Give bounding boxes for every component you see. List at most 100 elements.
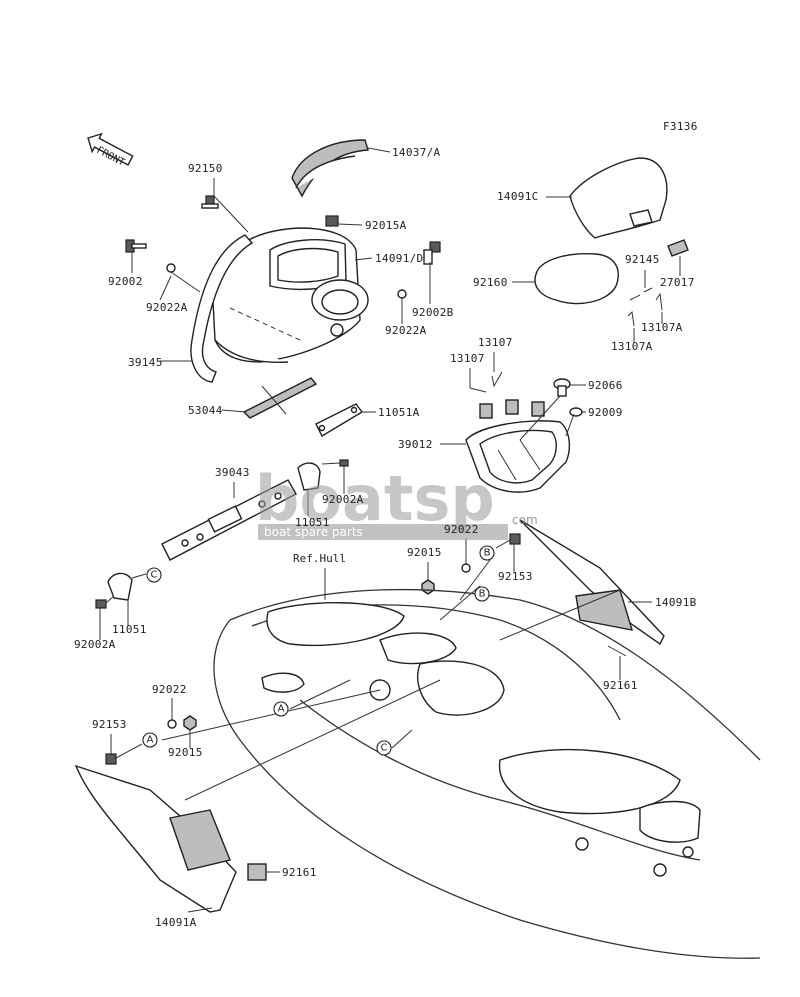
- bracket-11051a: [315, 403, 364, 437]
- part-number-92150: 92150: [188, 162, 223, 175]
- part-number-92160: 92160: [473, 276, 508, 289]
- part-number-11051a: 11051A: [378, 406, 420, 419]
- washer-92022-right: [461, 563, 471, 573]
- side-panel-14091a: [74, 764, 237, 913]
- mat-92160: [534, 252, 619, 305]
- part-number-92022-1: 92022: [444, 523, 479, 536]
- screw-92153-left: [105, 753, 117, 765]
- part-number-92066: 92066: [588, 379, 623, 392]
- screw-92153-right: [495, 533, 521, 549]
- part-number-39012: 39012: [398, 438, 433, 451]
- clips-13107a: [627, 292, 663, 327]
- pins-92145: [629, 287, 653, 301]
- callout-letter: C: [381, 743, 388, 754]
- part-number-14091b: 14091B: [655, 596, 697, 609]
- washer-92022a-right: [397, 289, 407, 299]
- clips-13107: [469, 371, 503, 393]
- callout-circle: [479, 545, 495, 561]
- callout-b: B: [474, 586, 490, 602]
- screw-92150: [201, 195, 219, 209]
- callout-letter: A: [147, 735, 154, 746]
- callout-circle: [474, 586, 490, 602]
- callout-circle: [142, 732, 158, 748]
- part-number-92153-1: 92153: [498, 570, 533, 583]
- nut-92015-left: [183, 715, 197, 731]
- lid-14091c: [569, 157, 668, 239]
- part-number-14091d: 14091/D: [375, 252, 423, 265]
- callout-letter: C: [151, 570, 158, 581]
- clip-92015a: [325, 215, 339, 227]
- callout-a: A: [142, 732, 158, 748]
- part-number-92015-1: 92015: [407, 546, 442, 559]
- tape-92161-right: [607, 645, 627, 657]
- part-number-92015-2: 92015: [168, 746, 203, 759]
- label-27017: [667, 239, 689, 257]
- callout-letter: B: [479, 589, 486, 600]
- bracket-11051-upper: [297, 462, 321, 491]
- hull-reference: [213, 588, 761, 959]
- part-number-92145: 92145: [625, 253, 660, 266]
- part-number-92022a-2: 92022A: [385, 324, 427, 337]
- callout-circle: [376, 740, 392, 756]
- bolt-92002a-lower: [95, 595, 115, 609]
- part-number-14037a: 14037/A: [392, 146, 441, 159]
- part-number-92002b: 92002B: [412, 306, 454, 319]
- part-number-92002a-1: 92002A: [322, 493, 364, 506]
- washer-92022-left: [167, 719, 177, 729]
- rubber-strip-53044: [242, 377, 318, 419]
- storage-bin-39012: [465, 399, 571, 493]
- part-number-11051-2: 11051: [112, 623, 147, 636]
- watermark-logo-text: boatsp: [255, 462, 495, 535]
- part-number-39145: 39145: [128, 356, 163, 369]
- figure-code: F3136: [663, 120, 698, 133]
- part-number-13107a-2: 13107A: [611, 340, 653, 353]
- callout-layer: C B B A A C: [142, 545, 495, 756]
- callout-b: B: [479, 545, 495, 561]
- part-number-92015a: 92015A: [365, 219, 407, 232]
- watermark-suffix: com: [512, 513, 538, 527]
- part-number-92161-1: 92161: [603, 679, 638, 692]
- bolt-92002: [125, 239, 147, 253]
- seal-strip-39145: [190, 234, 254, 383]
- part-number-92022-2: 92022: [152, 683, 187, 696]
- part-number-92002a-2: 92002A: [74, 638, 116, 651]
- part-number-13107-2: 13107: [450, 352, 485, 365]
- callout-letter: B: [484, 548, 491, 559]
- screw-92009: [565, 407, 583, 437]
- callout-c: C: [146, 567, 162, 583]
- front-arrow-icon: [87, 132, 134, 166]
- part-number-refhull: Ref.Hull: [293, 552, 346, 565]
- side-panel-14091b: [519, 519, 665, 646]
- part-number-92002: 92002: [108, 275, 143, 288]
- fastener-92066: [553, 378, 571, 397]
- part-number-53044: 53044: [188, 404, 223, 417]
- part-number-11051-1: 11051: [295, 516, 330, 529]
- bolt-92002b: [423, 241, 441, 265]
- washer-92022a-left: [166, 263, 176, 273]
- nut-92015-right: [421, 579, 435, 595]
- tape-92161-left: [247, 863, 267, 881]
- callout-circle: [273, 701, 289, 717]
- part-number-39043: 39043: [215, 466, 250, 479]
- callout-letter: A: [278, 704, 285, 715]
- handle-cover-14037a: [291, 139, 369, 198]
- bracket-11051-lower: [107, 572, 133, 601]
- watermark: boatsp boat spare parts com: [255, 462, 538, 540]
- part-number-92009: 92009: [588, 406, 623, 419]
- plate-39043: [161, 479, 297, 561]
- part-number-14091c: 14091C: [497, 190, 539, 203]
- watermark-tagline: boat spare parts: [264, 525, 363, 539]
- callout-c: C: [376, 740, 392, 756]
- part-number-92153-2: 92153: [92, 718, 127, 731]
- console-cover-14091d: [211, 227, 369, 364]
- part-number-92022a-1: 92022A: [146, 301, 188, 314]
- callout-a: A: [273, 701, 289, 717]
- part-number-14091a: 14091A: [155, 916, 197, 929]
- part-number-27017: 27017: [660, 276, 695, 289]
- part-number-13107-1: 13107: [478, 336, 513, 349]
- callout-circle: [146, 567, 162, 583]
- part-number-92161-2: 92161: [282, 866, 317, 879]
